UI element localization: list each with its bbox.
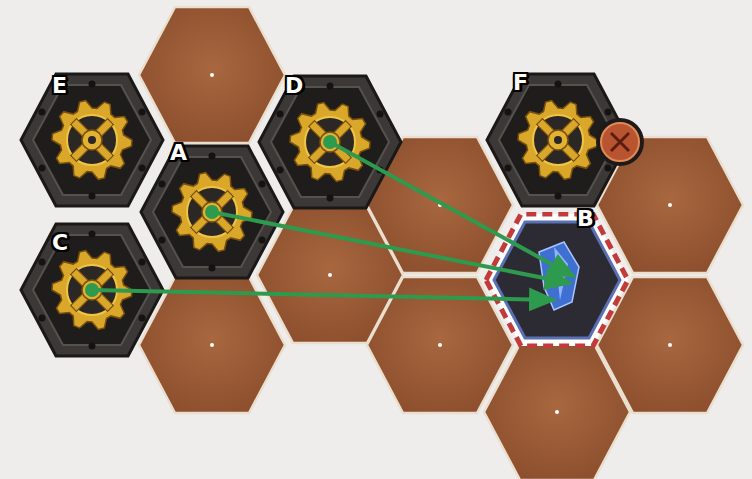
- hex-tile: [484, 212, 630, 348]
- hex-letter: D: [285, 75, 303, 97]
- hex-letter: C: [52, 232, 68, 254]
- sight-origin: [323, 135, 337, 149]
- hex-letter: B: [577, 208, 594, 230]
- hex-tile: [19, 222, 165, 358]
- hex-letter: E: [52, 75, 67, 97]
- sight-origin: [85, 283, 99, 297]
- gear-hex: A: [139, 144, 285, 280]
- line-of-sight: [330, 142, 573, 276]
- hex-tile: [19, 72, 165, 208]
- gear-hex: F: [485, 72, 631, 208]
- hex-tile: [139, 144, 285, 280]
- hero-hex: B: [484, 212, 630, 348]
- hex-tile: [257, 74, 403, 210]
- hex-letter: F: [513, 72, 528, 94]
- line-of-sight: [92, 290, 553, 300]
- gear-hex: D: [257, 74, 403, 210]
- gear-hex: E: [19, 72, 165, 208]
- gear-hex: C: [19, 222, 165, 358]
- line-of-sight: [212, 212, 569, 283]
- hex-tile: [485, 72, 631, 208]
- hex-letter: A: [170, 142, 187, 164]
- sight-origin: [205, 205, 219, 219]
